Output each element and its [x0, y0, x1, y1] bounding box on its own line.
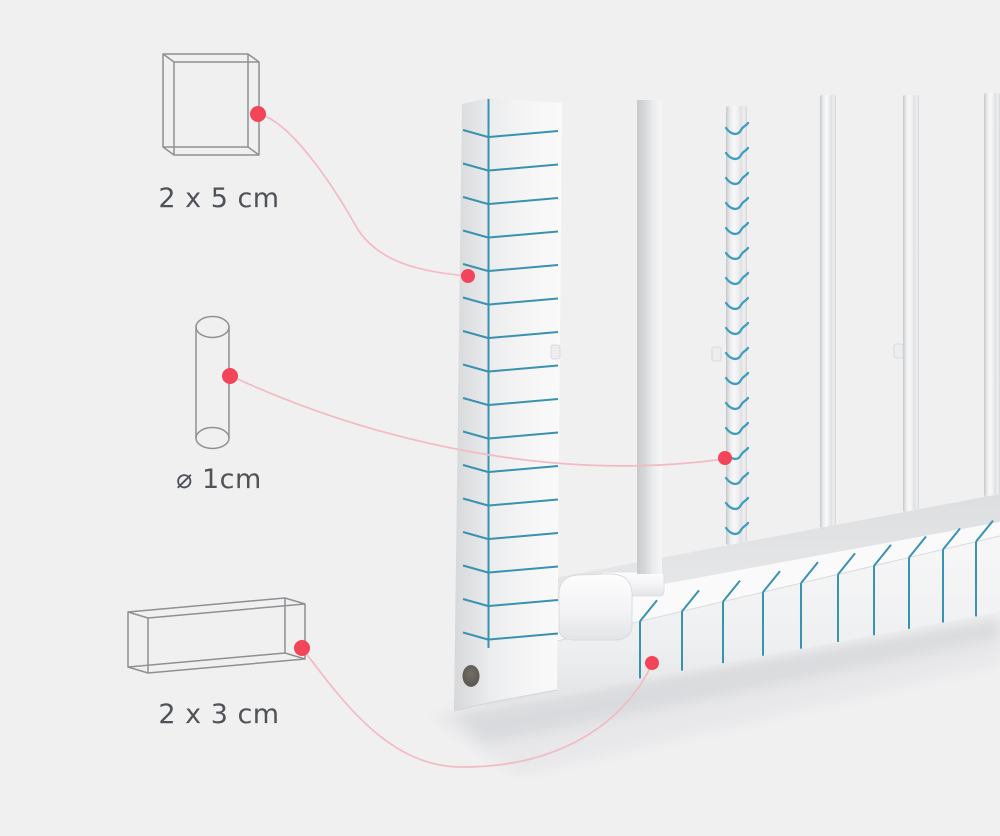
post-measure-lines [462, 99, 559, 648]
callout-connectors [222, 106, 732, 768]
marker-dot-rail [645, 656, 659, 670]
rail-measure-ticks [639, 520, 994, 679]
marker-dot-box [294, 640, 310, 656]
long-box-wireframe [127, 597, 306, 674]
marker-dot-bar [718, 451, 732, 465]
latch-housing [558, 573, 633, 641]
callout-shapes [127, 53, 306, 674]
bar-clip-nub [711, 346, 722, 362]
round-bar-ringed [726, 106, 747, 545]
post-side-face [454, 98, 488, 711]
floor-shadow [430, 617, 1000, 776]
bar-clip-nub [893, 343, 904, 359]
rod-measure-rings [724, 121, 750, 536]
latch-assembly [558, 100, 665, 641]
left-post [453, 98, 562, 712]
post-foot-hole [462, 665, 480, 687]
marker-dot-rod [222, 368, 238, 384]
vertical-bars [711, 93, 1000, 545]
connector-rod-to-bar [230, 375, 725, 467]
post-front-face [488, 98, 562, 703]
dimension-label-rod: ⌀ 1cm [176, 464, 262, 495]
dimension-label-rail: 2 x 3 cm [158, 699, 280, 730]
panel-wireframe [162, 53, 260, 156]
round-bar-5 [984, 93, 1000, 497]
round-bar-3 [820, 95, 836, 528]
flat-bar [637, 100, 662, 574]
rail-front-face [485, 536, 1000, 707]
round-bar-4 [903, 95, 919, 512]
marker-dot-panel [250, 106, 266, 122]
connector-box-to-rail [301, 647, 653, 768]
marker-dot-post [461, 269, 475, 283]
connector-panel-to-post [258, 113, 469, 277]
cylinder-wireframe [195, 315, 230, 450]
dimension-label-panel: 2 x 5 cm [158, 183, 280, 214]
post-clip-nub [550, 344, 561, 360]
